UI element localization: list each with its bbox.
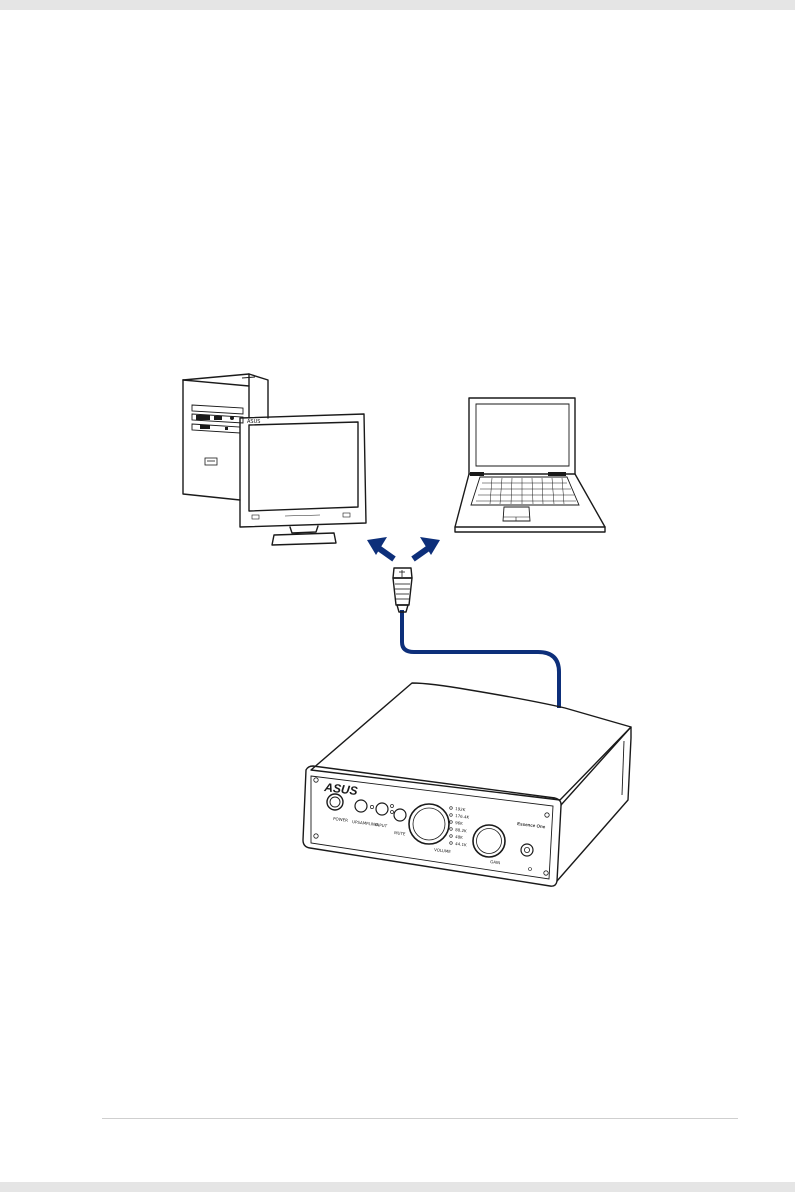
- usb-icon: [393, 568, 412, 612]
- mute-label: MUTE: [394, 830, 406, 836]
- sample-rate-indicators: 192K 176.4K 96K 88.2K 48K 44.1K: [450, 806, 470, 847]
- footer-rule: [102, 1118, 738, 1119]
- indicator-88k: 88.2K: [455, 827, 467, 833]
- volume-knob: [409, 804, 449, 844]
- gain-label: GAIN: [490, 859, 501, 865]
- power-button: [327, 794, 343, 810]
- indicator-176k: 176.4K: [455, 813, 470, 820]
- headphone-jack-icon: [521, 844, 533, 856]
- model-name: Essence One: [517, 821, 546, 829]
- indicator-96k: 96K: [455, 820, 464, 826]
- monitor: ASUS: [240, 414, 366, 545]
- usb-cable: [393, 568, 559, 708]
- page-bottom-edge: [0, 1182, 795, 1192]
- indicator-192k: 192K: [455, 806, 466, 812]
- power-label: POWER: [333, 816, 349, 823]
- usb-dac-device: ASUS POWER UPSAMPLING INPUT MUTE VOLUME …: [303, 683, 631, 886]
- input-label: INPUT: [375, 822, 388, 828]
- upsampling-button: [355, 800, 367, 812]
- mute-button: [394, 809, 406, 821]
- input-button: [376, 803, 388, 815]
- indicator-48k: 48K: [455, 834, 464, 840]
- connection-arrows: [367, 537, 440, 559]
- volume-label: VOLUME: [434, 847, 452, 854]
- monitor-brand-logo: ASUS: [247, 419, 260, 425]
- laptop: [455, 398, 605, 532]
- indicator-44k: 44.1K: [455, 841, 467, 847]
- gain-knob: [473, 825, 505, 857]
- desktop-tower: [183, 374, 268, 500]
